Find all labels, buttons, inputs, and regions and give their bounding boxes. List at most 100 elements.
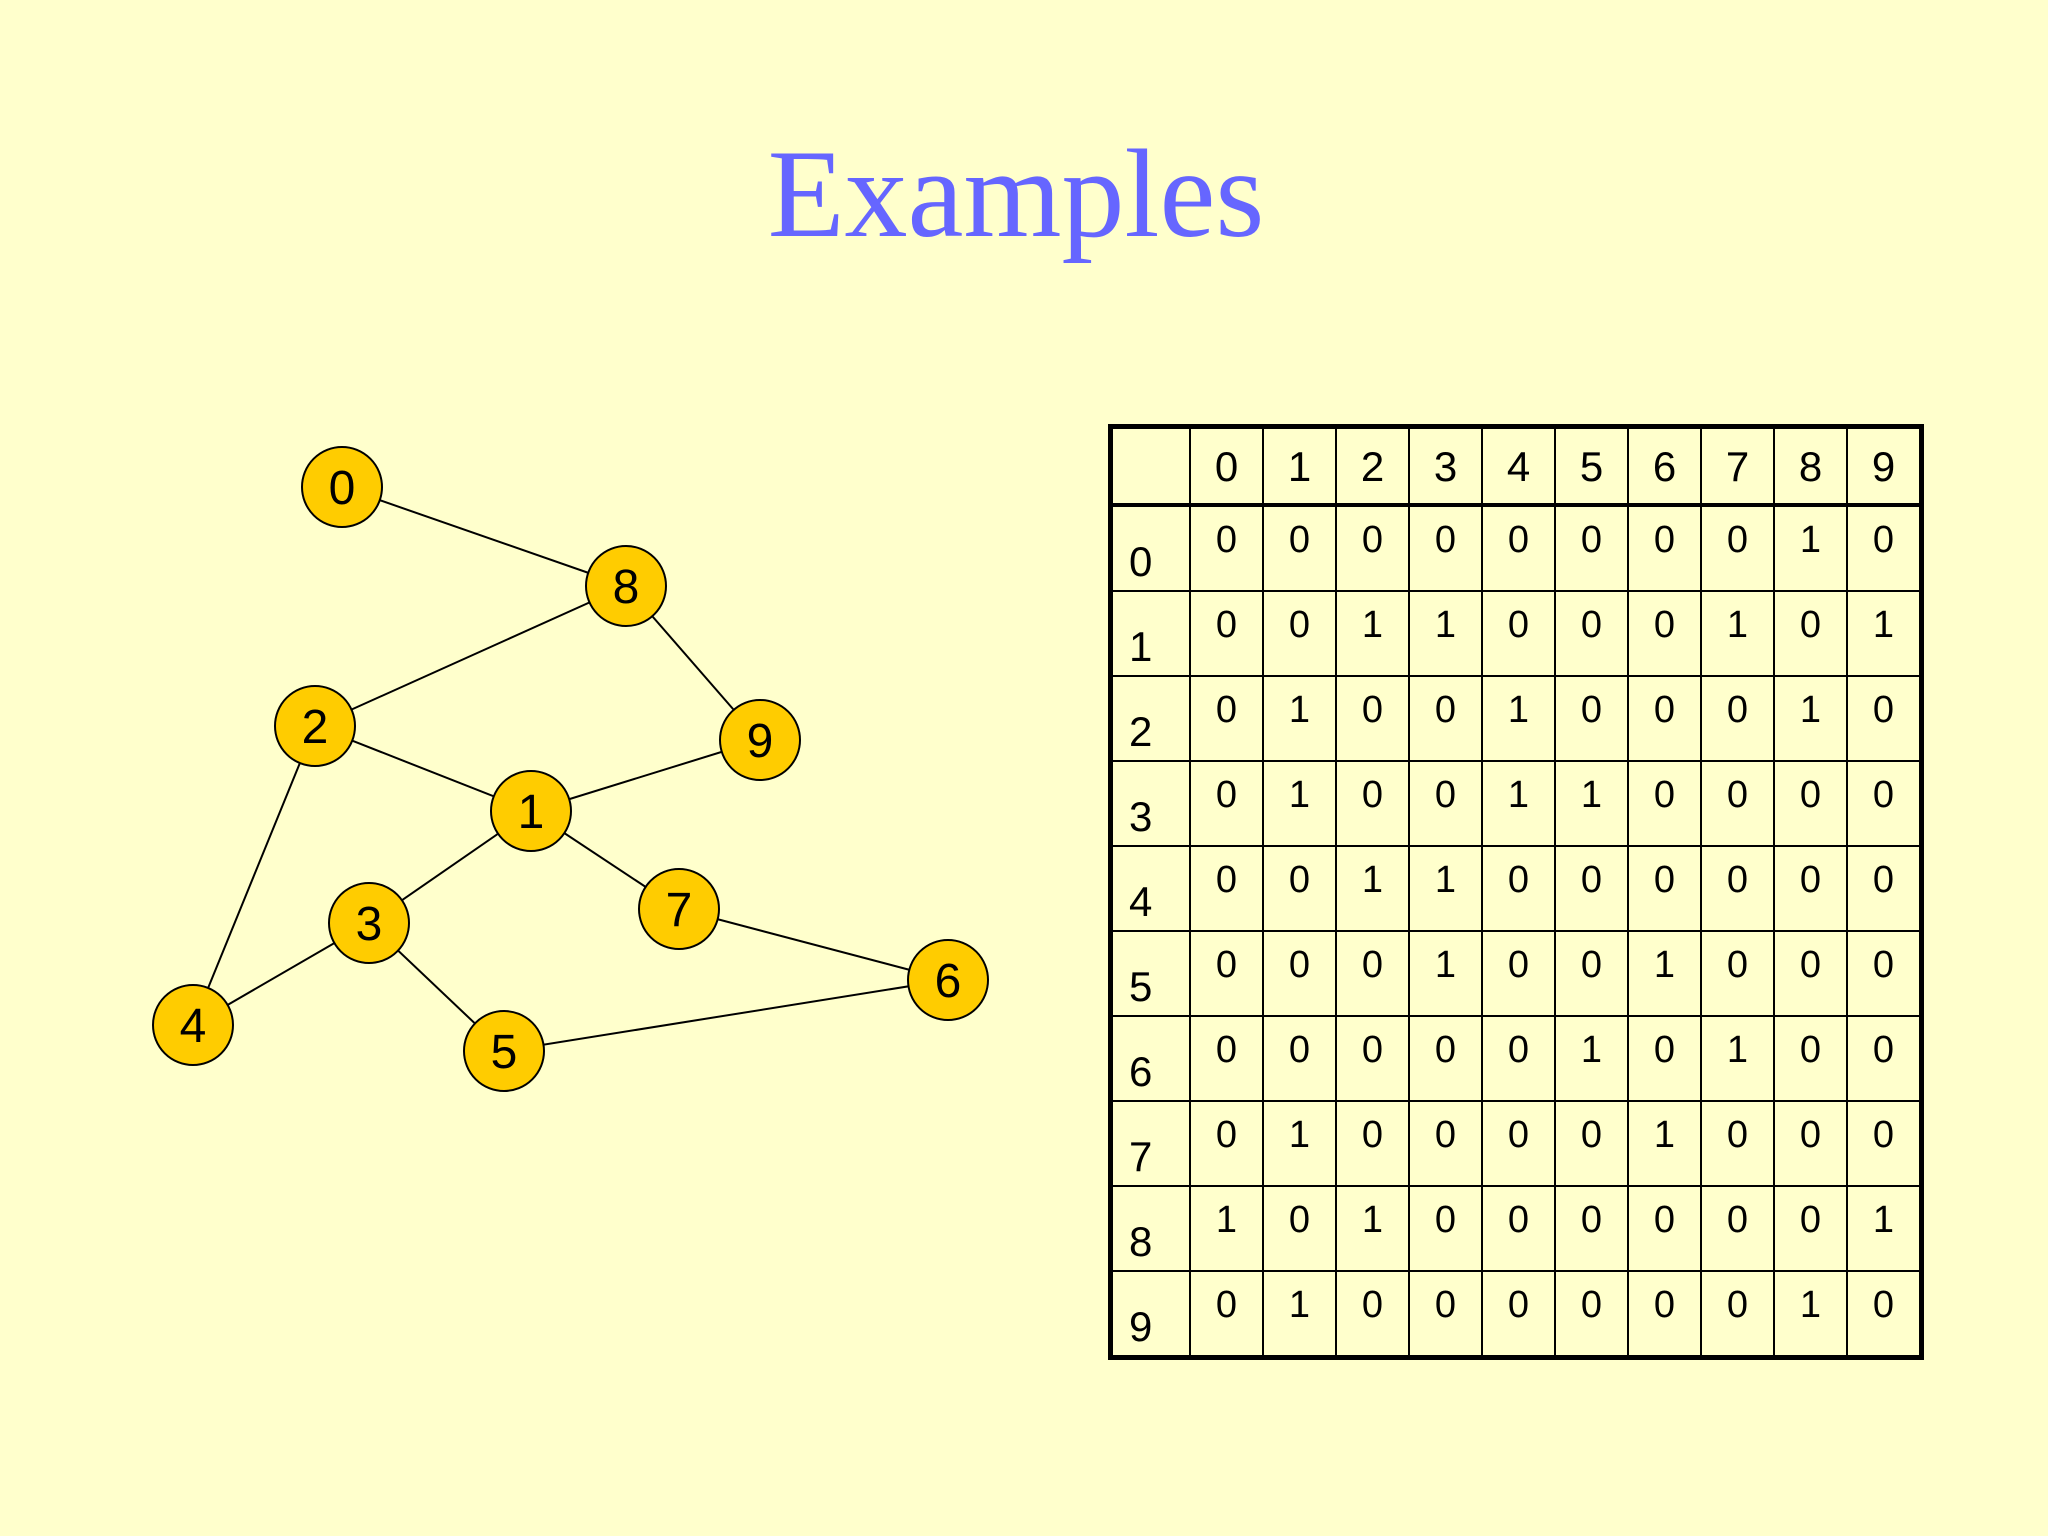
matrix-cell: 0 <box>1846 930 1923 1017</box>
matrix-cell: 0 <box>1335 760 1410 847</box>
matrix-cell: 0 <box>1554 504 1629 592</box>
matrix-row-header: 2 <box>1109 675 1191 762</box>
matrix-column-header: 2 <box>1335 425 1410 507</box>
graph-edge <box>678 908 949 981</box>
matrix-cell: 0 <box>1846 1270 1923 1359</box>
matrix-cell: 0 <box>1700 930 1775 1017</box>
matrix-cell: 1 <box>1846 590 1923 677</box>
matrix-cell: 0 <box>1700 675 1775 762</box>
matrix-cell: 0 <box>1481 845 1556 932</box>
graph-node: 2 <box>274 685 356 767</box>
matrix-cell: 0 <box>1554 930 1629 1017</box>
graph-node: 9 <box>719 699 801 781</box>
matrix-cell: 0 <box>1481 1015 1556 1102</box>
matrix-cell: 1 <box>1481 675 1556 762</box>
matrix-cell: 1 <box>1627 1100 1702 1187</box>
graph-node: 8 <box>585 545 667 627</box>
matrix-cell: 0 <box>1408 1015 1483 1102</box>
matrix-cell: 0 <box>1335 1270 1410 1359</box>
matrix-column-header: 4 <box>1481 425 1556 507</box>
graph-node-circle <box>152 984 234 1066</box>
matrix-cell: 0 <box>1262 504 1337 592</box>
matrix-cell: 0 <box>1481 930 1556 1017</box>
matrix-cell: 0 <box>1773 845 1848 932</box>
matrix-cell: 1 <box>1335 590 1410 677</box>
matrix-cell: 0 <box>1481 1100 1556 1187</box>
graph-node-circle <box>301 446 383 528</box>
matrix-cell: 0 <box>1700 1270 1775 1359</box>
matrix-cell: 1 <box>1262 675 1337 762</box>
graph-edge <box>341 486 627 587</box>
matrix-cell: 1 <box>1335 1185 1410 1272</box>
matrix-row-header: 7 <box>1109 1100 1191 1187</box>
graph-node-label: 0 <box>329 462 356 515</box>
matrix-cell: 0 <box>1408 760 1483 847</box>
graph-node-circle <box>638 868 720 950</box>
graph-node-circle <box>490 770 572 852</box>
graph-edge <box>314 585 627 727</box>
matrix-cell: 0 <box>1554 590 1629 677</box>
matrix-cell: 1 <box>1189 1185 1264 1272</box>
matrix-row-header: 4 <box>1109 845 1191 932</box>
slide-title: Examples <box>767 125 1265 264</box>
matrix-cell: 1 <box>1262 1100 1337 1187</box>
matrix-cell: 0 <box>1554 1270 1629 1359</box>
matrix-cell: 1 <box>1773 675 1848 762</box>
matrix-column-header: 1 <box>1262 425 1337 507</box>
matrix-cell: 0 <box>1408 1100 1483 1187</box>
graph-node: 6 <box>907 939 989 1021</box>
matrix-cell: 0 <box>1627 504 1702 592</box>
matrix-cell: 0 <box>1846 845 1923 932</box>
graph-node-circle <box>585 545 667 627</box>
matrix-cell: 0 <box>1846 760 1923 847</box>
graph-node-circle <box>328 882 410 964</box>
graph-node-label: 7 <box>666 884 693 937</box>
matrix-cell: 0 <box>1189 675 1264 762</box>
graph-node-circle <box>907 939 989 1021</box>
matrix-cell: 0 <box>1846 504 1923 592</box>
matrix-cell: 0 <box>1627 675 1702 762</box>
graph-node: 4 <box>152 984 234 1066</box>
matrix-cell: 0 <box>1846 1100 1923 1187</box>
matrix-cell: 0 <box>1481 590 1556 677</box>
matrix-cell: 0 <box>1846 675 1923 762</box>
matrix-cell: 0 <box>1335 504 1410 592</box>
matrix-cell: 0 <box>1700 504 1775 592</box>
graph-node-circle <box>274 685 356 767</box>
matrix-cell: 0 <box>1773 1100 1848 1187</box>
matrix-cell: 0 <box>1481 1185 1556 1272</box>
graph-edge <box>503 979 949 1052</box>
matrix-cell: 1 <box>1700 590 1775 677</box>
graph-edges <box>192 486 949 1052</box>
matrix-cell: 0 <box>1408 504 1483 592</box>
matrix-cell: 0 <box>1408 1270 1483 1359</box>
graph-edge <box>192 725 316 1026</box>
graph-node-label: 5 <box>491 1026 518 1079</box>
matrix-cell: 1 <box>1408 590 1483 677</box>
matrix-cell: 0 <box>1627 1270 1702 1359</box>
graph-node-label: 4 <box>180 1000 207 1053</box>
matrix-cell: 1 <box>1408 845 1483 932</box>
matrix-cell: 0 <box>1773 1185 1848 1272</box>
matrix-cell: 0 <box>1262 845 1337 932</box>
matrix-cell: 0 <box>1189 1100 1264 1187</box>
matrix-row-header: 8 <box>1109 1185 1191 1272</box>
matrix-cell: 0 <box>1554 675 1629 762</box>
matrix-cell: 0 <box>1773 590 1848 677</box>
matrix-cell: 1 <box>1554 760 1629 847</box>
matrix-cell: 0 <box>1700 845 1775 932</box>
matrix-cell: 0 <box>1627 1185 1702 1272</box>
matrix-cell: 0 <box>1554 845 1629 932</box>
matrix-cell: 0 <box>1700 760 1775 847</box>
graph-node-label: 8 <box>613 561 640 614</box>
